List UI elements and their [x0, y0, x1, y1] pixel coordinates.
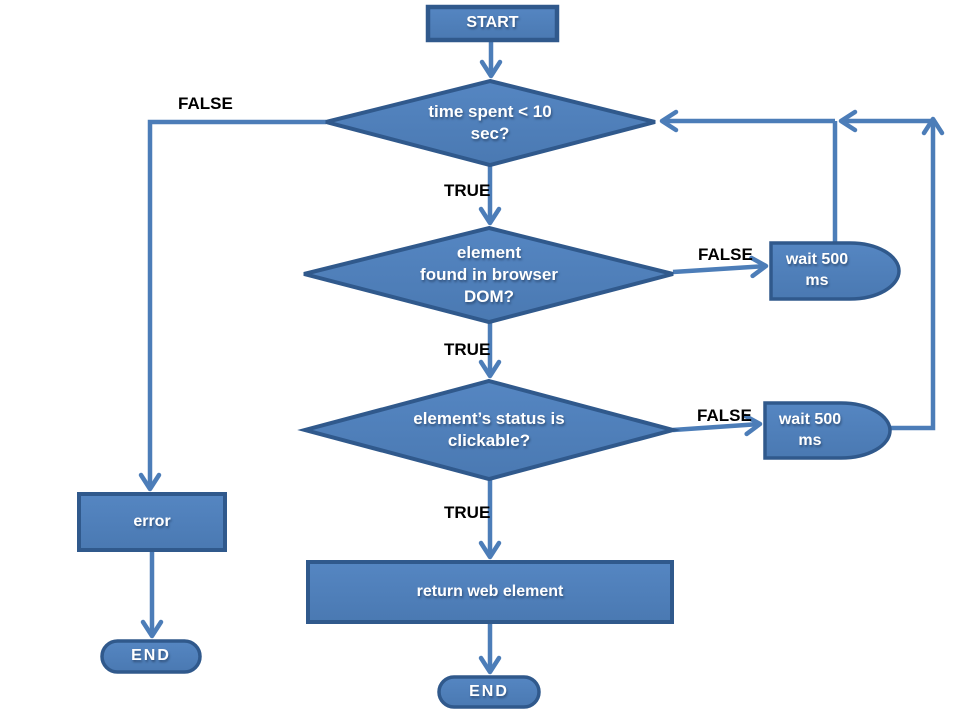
end-left-shape — [100, 639, 202, 674]
edge-false-to-wait-top — [672, 255, 769, 279]
error-node-shape — [77, 492, 227, 552]
decision-time-shape — [325, 78, 656, 168]
decision-found-shape — [303, 225, 674, 325]
wait-top-shape — [769, 241, 901, 301]
end-bottom-shape — [437, 675, 541, 709]
edge-wait-bottom-loop-up — [888, 116, 945, 431]
decision-clickable-shape — [297, 378, 681, 482]
wait-bottom-shape — [763, 401, 892, 460]
start-node-shape — [425, 4, 560, 43]
edge-false-to-wait-bottom — [672, 413, 763, 437]
return-node-shape — [306, 560, 674, 624]
edge-false-to-error — [138, 119, 326, 492]
